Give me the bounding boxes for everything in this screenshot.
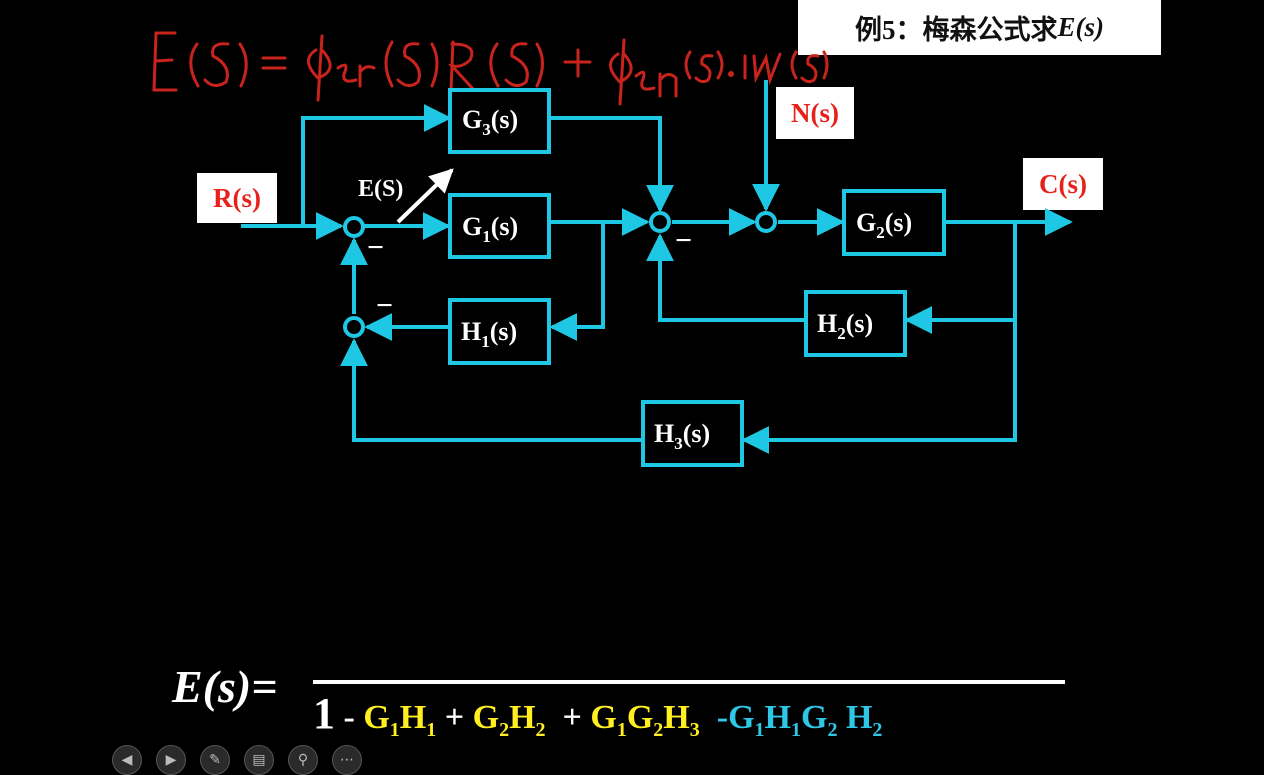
slideshow-controls: ◀ ▶ ✎ ▤ ⚲ ⋯ <box>112 745 362 775</box>
summing-junction-1 <box>343 216 365 238</box>
minus-sign-s1: − <box>367 231 384 264</box>
disturbance-label: N(s) <box>776 87 854 139</box>
error-signal-label: E(S) <box>358 176 403 202</box>
block-g2 <box>842 189 946 256</box>
minus-sign-s2: − <box>675 224 692 257</box>
input-label: R(s) <box>197 173 277 223</box>
next-icon[interactable]: ▶ <box>156 745 186 775</box>
block-h2-label: H2(s) <box>817 309 873 343</box>
output-label: C(s) <box>1023 158 1103 210</box>
block-h2 <box>804 290 907 357</box>
handwritten-note <box>152 31 829 106</box>
signal-lines <box>241 80 1073 454</box>
summing-junction-2 <box>649 211 671 233</box>
prev-icon[interactable]: ◀ <box>112 745 142 775</box>
denominator-term: G2H2 <box>472 699 546 741</box>
block-h1 <box>448 298 551 365</box>
denominator-term: G1G2H3 <box>590 699 700 741</box>
block-g2-label: G2(s) <box>856 208 912 242</box>
block-g1 <box>448 193 551 259</box>
error-indicator-arrow <box>396 168 454 224</box>
block-h3-label: H3(s) <box>654 419 710 453</box>
denominator-term: - <box>699 699 729 736</box>
formula-lhs: E(s)= <box>172 661 278 712</box>
denominator-term: 1 <box>313 689 335 738</box>
slides-icon[interactable]: ▤ <box>244 745 274 775</box>
pen-icon[interactable]: ✎ <box>200 745 230 775</box>
denominator-term: G1H1 <box>363 699 437 741</box>
block-g3-label: G3(s) <box>462 105 518 139</box>
more-icon[interactable]: ⋯ <box>332 745 362 775</box>
formula-denominator: 1 - G1H1 + G2H2 + G1G2H3 -G1H1G2 H2 <box>313 688 882 742</box>
block-h1-label: H1(s) <box>461 317 517 351</box>
denominator-term: G1H1G2 H2 <box>728 699 883 741</box>
denominator-term: + <box>436 699 473 736</box>
denominator-term: - <box>335 699 364 736</box>
minus-sign-s4: − <box>376 289 393 322</box>
title-text: 例5：梅森公式求 <box>855 15 1058 45</box>
fraction-line <box>313 680 1065 684</box>
title-var: E(s) <box>1057 12 1105 42</box>
block-h3 <box>641 400 744 467</box>
denominator-term: + <box>545 699 591 736</box>
block-g3 <box>448 88 551 154</box>
summing-junction-3 <box>755 211 777 233</box>
block-g1-label: G1(s) <box>462 212 518 246</box>
zoom-icon[interactable]: ⚲ <box>288 745 318 775</box>
summing-junction-4 <box>343 316 365 338</box>
